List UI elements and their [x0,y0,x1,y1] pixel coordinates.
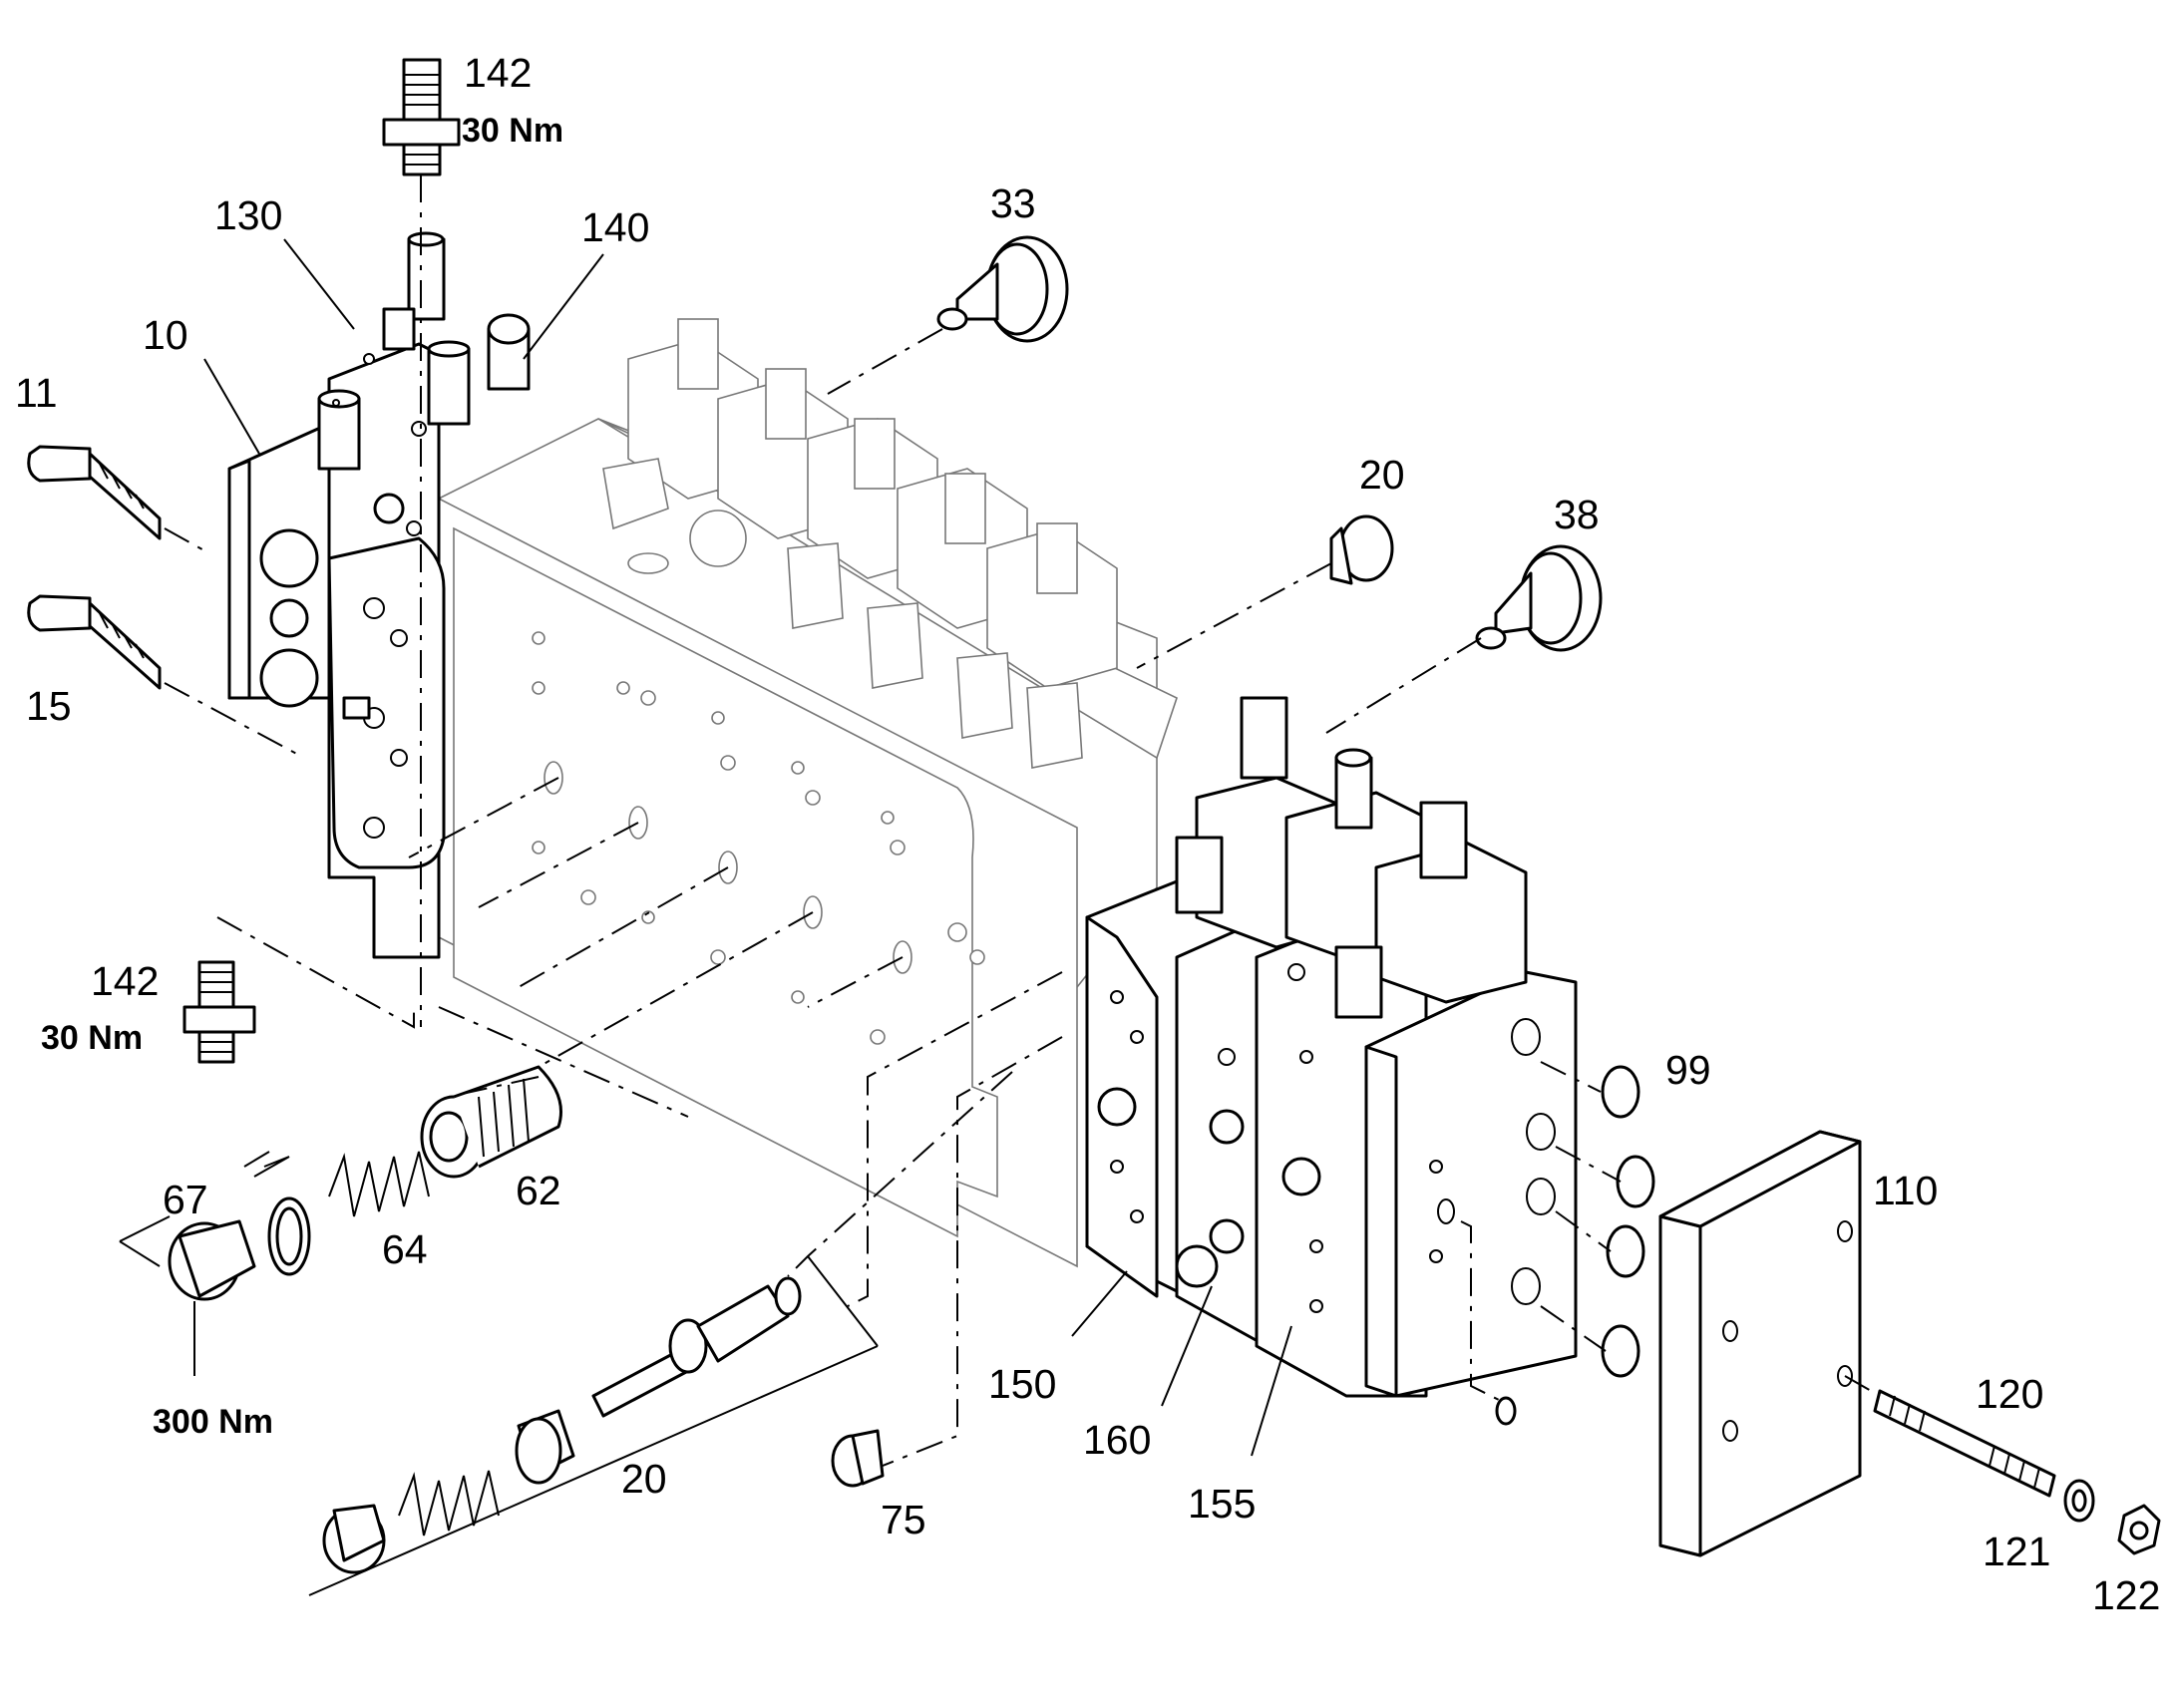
label-99: 99 [1665,1047,1711,1093]
torque-142-top: 30 Nm [462,112,563,150]
spool-20-lower [322,1276,802,1574]
label-142-top: 142 [464,50,532,96]
torque-300: 300 Nm [153,1403,273,1441]
label-15: 15 [26,683,72,729]
label-leaders [119,238,1292,1596]
label-11: 11 [15,370,58,416]
plug-20-upper [1329,514,1394,585]
inlet-end-section [227,231,531,959]
label-10: 10 [143,312,188,358]
label-160: 160 [1083,1417,1151,1463]
label-130: 130 [214,192,282,238]
outlet-end-sections [1085,696,1578,1398]
label-120: 120 [1976,1371,2043,1417]
label-122: 122 [2092,1572,2160,1618]
cap-38 [1475,544,1603,652]
assembly-lines [164,174,1881,1467]
bolt-11 [27,445,162,540]
spool-62 [420,1065,562,1179]
bolt-15 [27,594,162,690]
label-142-lower: 142 [91,958,159,1004]
label-20-lower: 20 [621,1456,667,1502]
label-38: 38 [1554,492,1600,537]
cap-33 [936,235,1069,343]
label-155: 155 [1188,1481,1256,1527]
label-121: 121 [1983,1529,2050,1574]
torque-142-lower: 30 Nm [41,1019,143,1057]
label-33: 33 [990,180,1036,226]
label-110: 110 [1873,1168,1938,1213]
label-75: 75 [881,1497,926,1542]
label-64: 64 [382,1226,428,1272]
fitting-142-top [382,58,461,176]
plug-67 [168,1196,311,1301]
spring-64 [328,1151,430,1217]
label-20-upper: 20 [1359,452,1405,498]
label-67: 67 [163,1177,208,1222]
washer-121 [2063,1479,2095,1523]
stud-120 [1873,1389,2056,1498]
o-rings-99 [1495,1065,1655,1426]
label-140: 140 [581,204,649,250]
end-plate-110 [1658,1130,1862,1557]
top-valve-caps [602,318,1118,769]
fitting-142-lower [182,960,256,1064]
label-150: 150 [988,1361,1056,1407]
nut-122 [2117,1504,2161,1555]
part-labels: 142 30 Nm 130 140 33 10 11 15 20 38 142 … [15,50,2160,1618]
label-62: 62 [516,1168,561,1213]
plug-75 [831,1429,885,1488]
